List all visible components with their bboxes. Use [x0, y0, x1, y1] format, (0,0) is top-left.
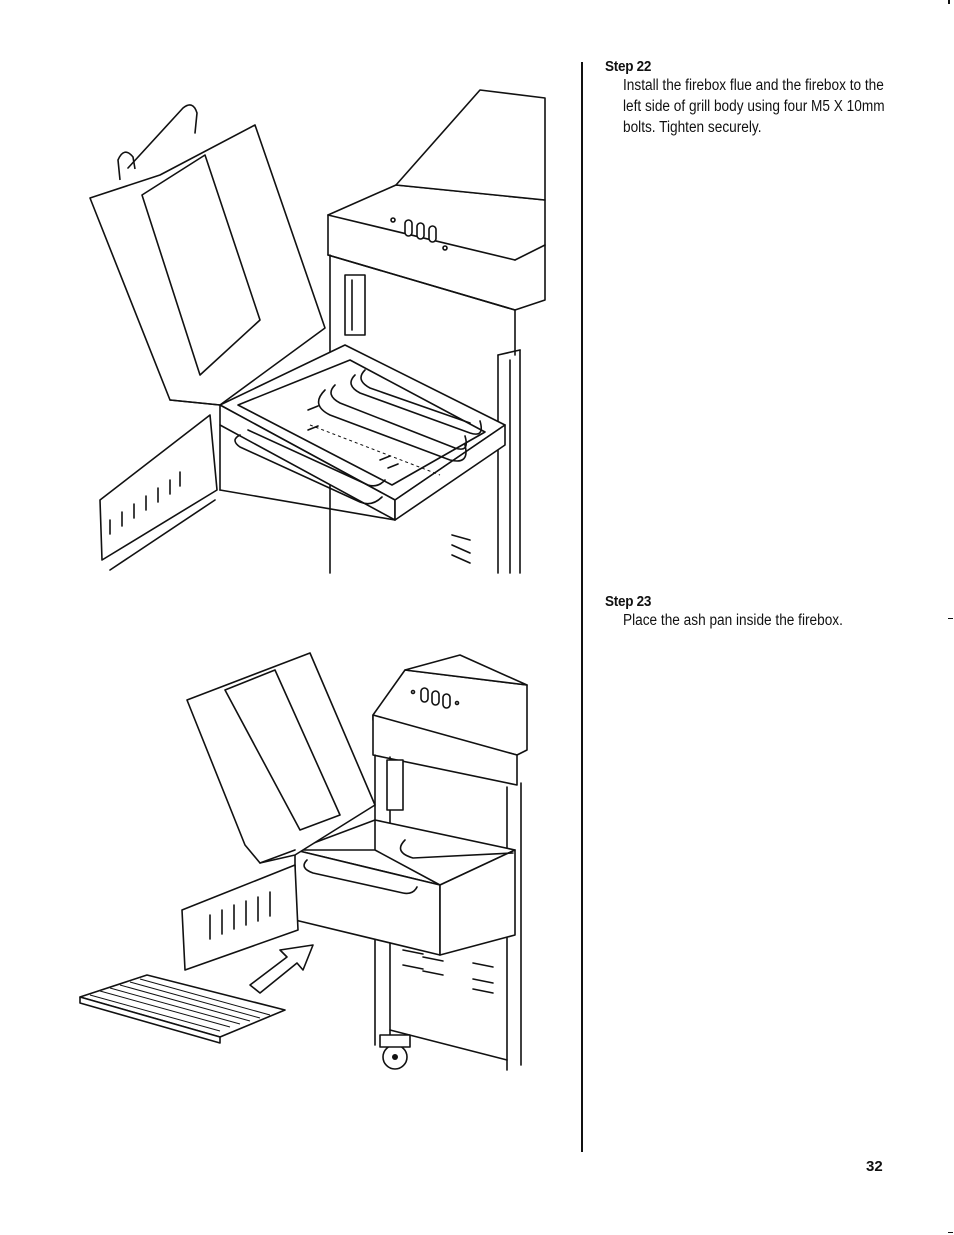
- crop-mark: [948, 0, 950, 4]
- firebox-attachment-illustration: [80, 80, 550, 585]
- step-instruction: Place the ash pan inside the firebox.: [623, 612, 843, 629]
- step-title: Step 22: [605, 58, 652, 75]
- step-22: Step 22 Install the firebox flue and the…: [605, 58, 905, 138]
- column-divider: [581, 62, 583, 1152]
- crop-mark: [948, 1232, 953, 1233]
- crop-mark: [948, 618, 953, 619]
- step-title: Step 23: [605, 593, 652, 610]
- step-instruction: Install the firebox flue and the firebox…: [623, 77, 885, 136]
- ash-pan-insertion-illustration: [75, 645, 535, 1100]
- page-number: 32: [866, 1158, 883, 1175]
- step-23: Step 23 Place the ash pan inside the fir…: [605, 593, 905, 631]
- arrow-icon: [249, 944, 314, 994]
